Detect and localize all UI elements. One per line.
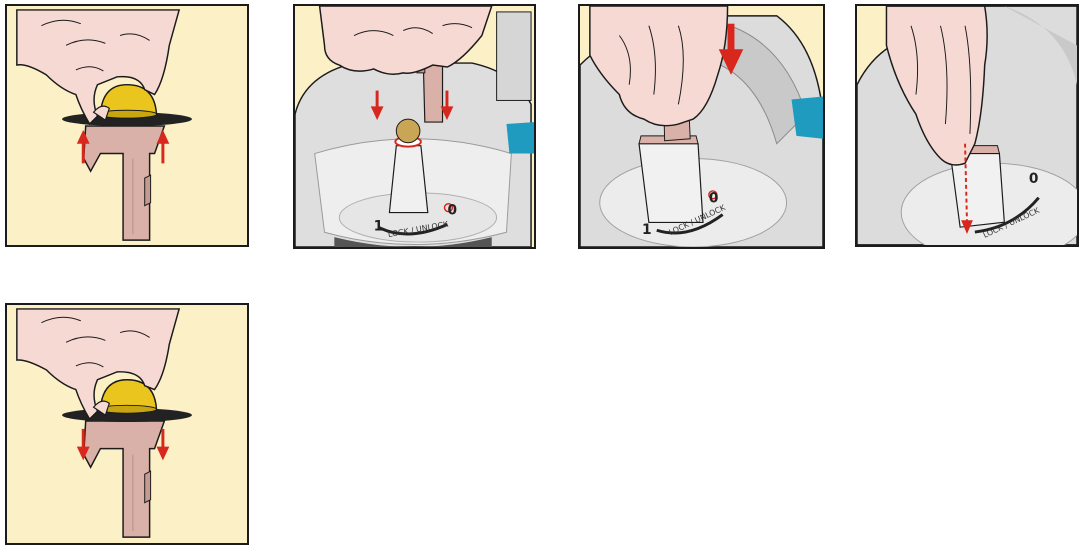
dial-num-right: 0	[447, 203, 457, 219]
dial-num-right: 0	[1029, 171, 1039, 187]
step-5-panel	[5, 303, 249, 545]
step-3-panel: LOCK / UNLOCK 1 0	[578, 4, 825, 249]
step-4-panel: LOCK / UNLOCK 0	[855, 4, 1079, 247]
step-2-panel: LOCK / UNLOCK 1 0	[293, 4, 536, 249]
step-1-illustration	[7, 6, 247, 245]
step-2-illustration: LOCK / UNLOCK 1 0	[295, 6, 534, 247]
step-3-illustration: LOCK / UNLOCK 1 0	[580, 6, 823, 247]
step-5-illustration	[7, 305, 247, 543]
dial-num-right: 0	[709, 191, 719, 207]
dial-num-left: 1	[374, 218, 384, 234]
step-4-illustration: LOCK / UNLOCK 0	[857, 6, 1077, 245]
dial-num-left: 1	[642, 222, 652, 238]
step-1-panel	[5, 4, 249, 247]
